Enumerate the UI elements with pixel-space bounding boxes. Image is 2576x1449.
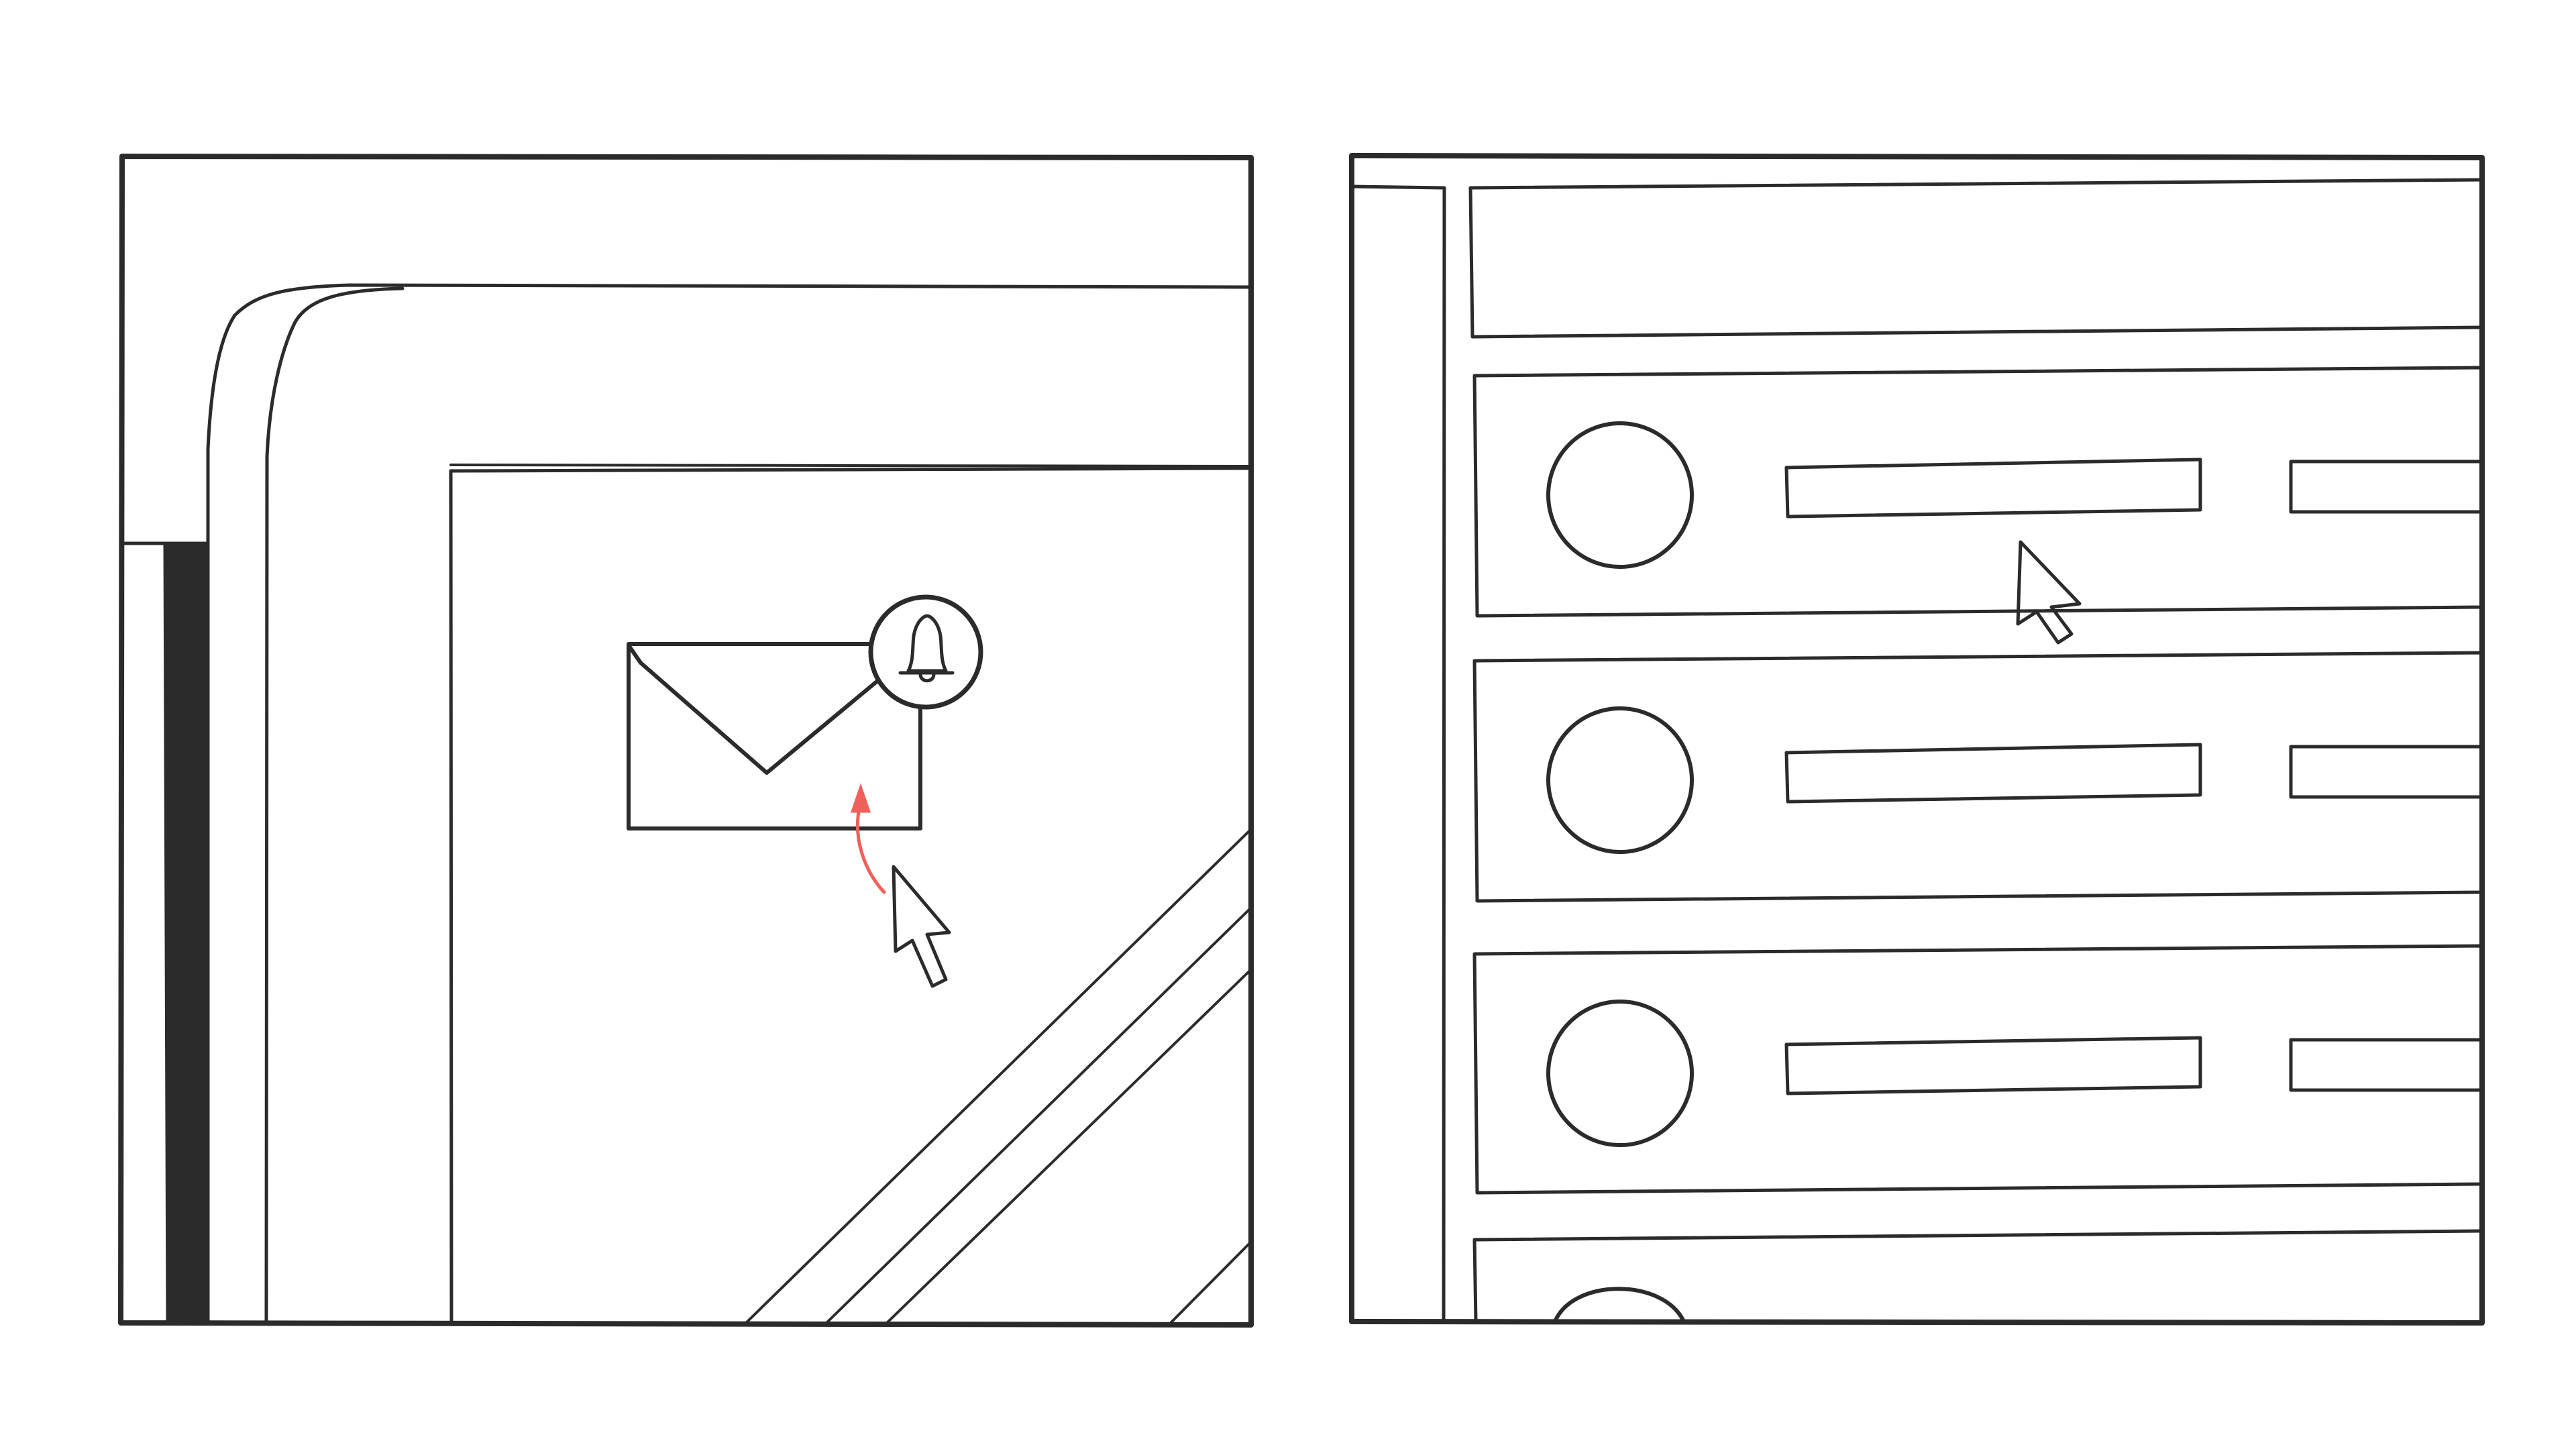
meta-placeholder (2289, 460, 2482, 514)
right-sidebar (1352, 184, 1446, 1324)
meta-placeholder (2289, 1038, 2482, 1092)
cursor-icon (892, 865, 951, 988)
avatar (1553, 1287, 1686, 1322)
diagonal-hatching (745, 829, 1251, 1324)
content-pane-top (449, 464, 1251, 468)
list-item-partial[interactable] (1472, 1229, 2482, 1322)
title-placeholder (1784, 458, 2202, 519)
window-corner-inner (264, 286, 405, 1325)
left-panel-frame (118, 154, 1254, 1328)
header-bar (1468, 178, 2484, 339)
title-placeholder (1784, 1036, 2202, 1095)
avatar (1546, 706, 1694, 854)
cursor-icon (2016, 540, 2082, 645)
list-item[interactable] (1472, 366, 2482, 618)
right-panel (1349, 153, 2485, 1326)
envelope-icon[interactable] (627, 642, 922, 830)
avatar (1546, 1000, 1694, 1147)
window-corner-outer (206, 283, 1252, 1325)
left-scrollbar[interactable] (163, 541, 210, 1325)
content-pane-edge (449, 466, 1252, 1325)
meta-placeholder (2289, 745, 2482, 799)
bell-icon[interactable] (868, 594, 983, 710)
title-placeholder (1784, 743, 2202, 804)
right-panel-frame (1349, 153, 2485, 1326)
list-item[interactable] (1472, 651, 2482, 903)
left-panel (118, 154, 1254, 1328)
list-item[interactable] (1472, 944, 2482, 1195)
hint-arrow (850, 783, 886, 894)
avatar (1546, 421, 1694, 569)
